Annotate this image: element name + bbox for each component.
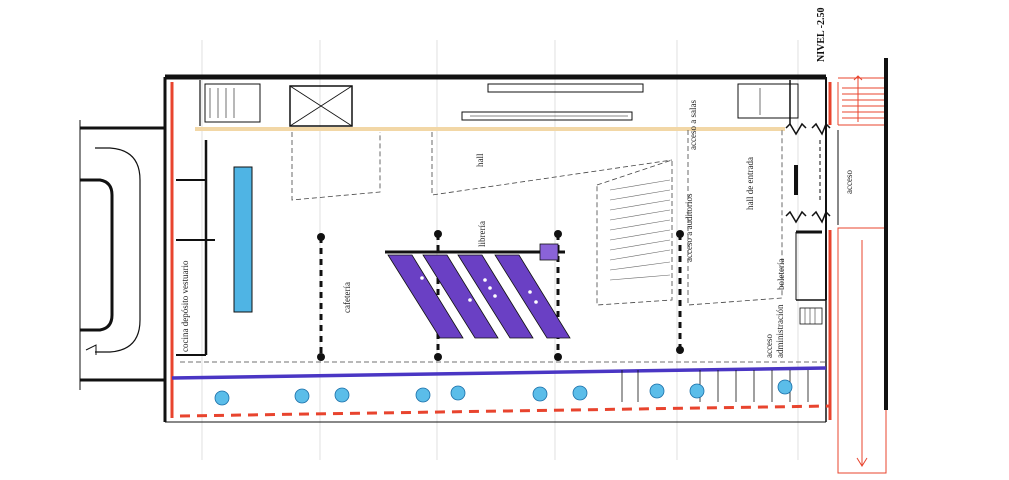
left-ramp [79,120,165,390]
seating-hatch [609,179,671,281]
dashed-outlines [180,130,826,363]
red-walls [170,82,832,420]
right-stair-upper [837,75,886,126]
building-walls [163,74,827,423]
label-cafeteria: cafetería [342,282,352,313]
label-libreria: librería [477,221,487,247]
level-label: NIVEL -2.50 [816,7,827,62]
facade-line [171,366,827,380]
top-service-strip [199,80,799,127]
label-acceso: acceso [844,170,854,194]
label-acceso-auditorios: acceso a auditorios [684,193,694,262]
label-hall-entrada: hall de entrada [745,157,755,210]
label-acceso-administracion: acceso administración [764,304,785,359]
label-boleteria: boletería [776,258,786,290]
ticket-booth [795,230,826,325]
water-pool [233,166,253,313]
kitchen-wall [176,140,215,356]
entrance-turnstiles [785,122,831,224]
red-dashed-line [179,404,831,418]
corridor-band [195,127,785,131]
label-acceso-salas: acceso a salas [688,100,698,150]
blue-circles [214,379,793,406]
grid-lines [201,40,799,460]
label-cocina: cocina depósito vestuario [180,260,190,352]
bookstore-shelves [385,243,571,339]
column-dots [317,230,684,361]
right-ramp-lower [837,227,887,474]
label-hall: hall [475,153,485,168]
